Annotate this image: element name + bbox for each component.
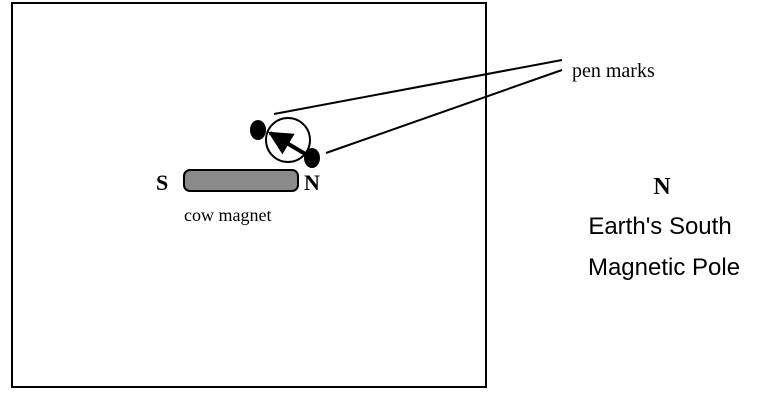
pole-line-1: Earth's South xyxy=(588,213,731,240)
pen-marks-label: pen marks xyxy=(572,60,655,82)
magnet-north-label: N xyxy=(304,170,320,195)
pen-mark-dot-upper xyxy=(250,120,266,140)
pole-line-2: Magnetic Pole xyxy=(588,254,740,281)
magnet-south-label: S xyxy=(156,170,168,195)
bar-magnet xyxy=(183,169,299,192)
pole-letter: N xyxy=(653,174,671,200)
pen-marks-leader-lower xyxy=(325,69,563,154)
compass-circle xyxy=(265,117,311,163)
pen-marks-leader-upper xyxy=(273,59,563,115)
magnet-caption: cow magnet xyxy=(184,205,271,225)
compass-needle-arrow xyxy=(267,131,314,160)
paper-outline xyxy=(11,2,487,388)
